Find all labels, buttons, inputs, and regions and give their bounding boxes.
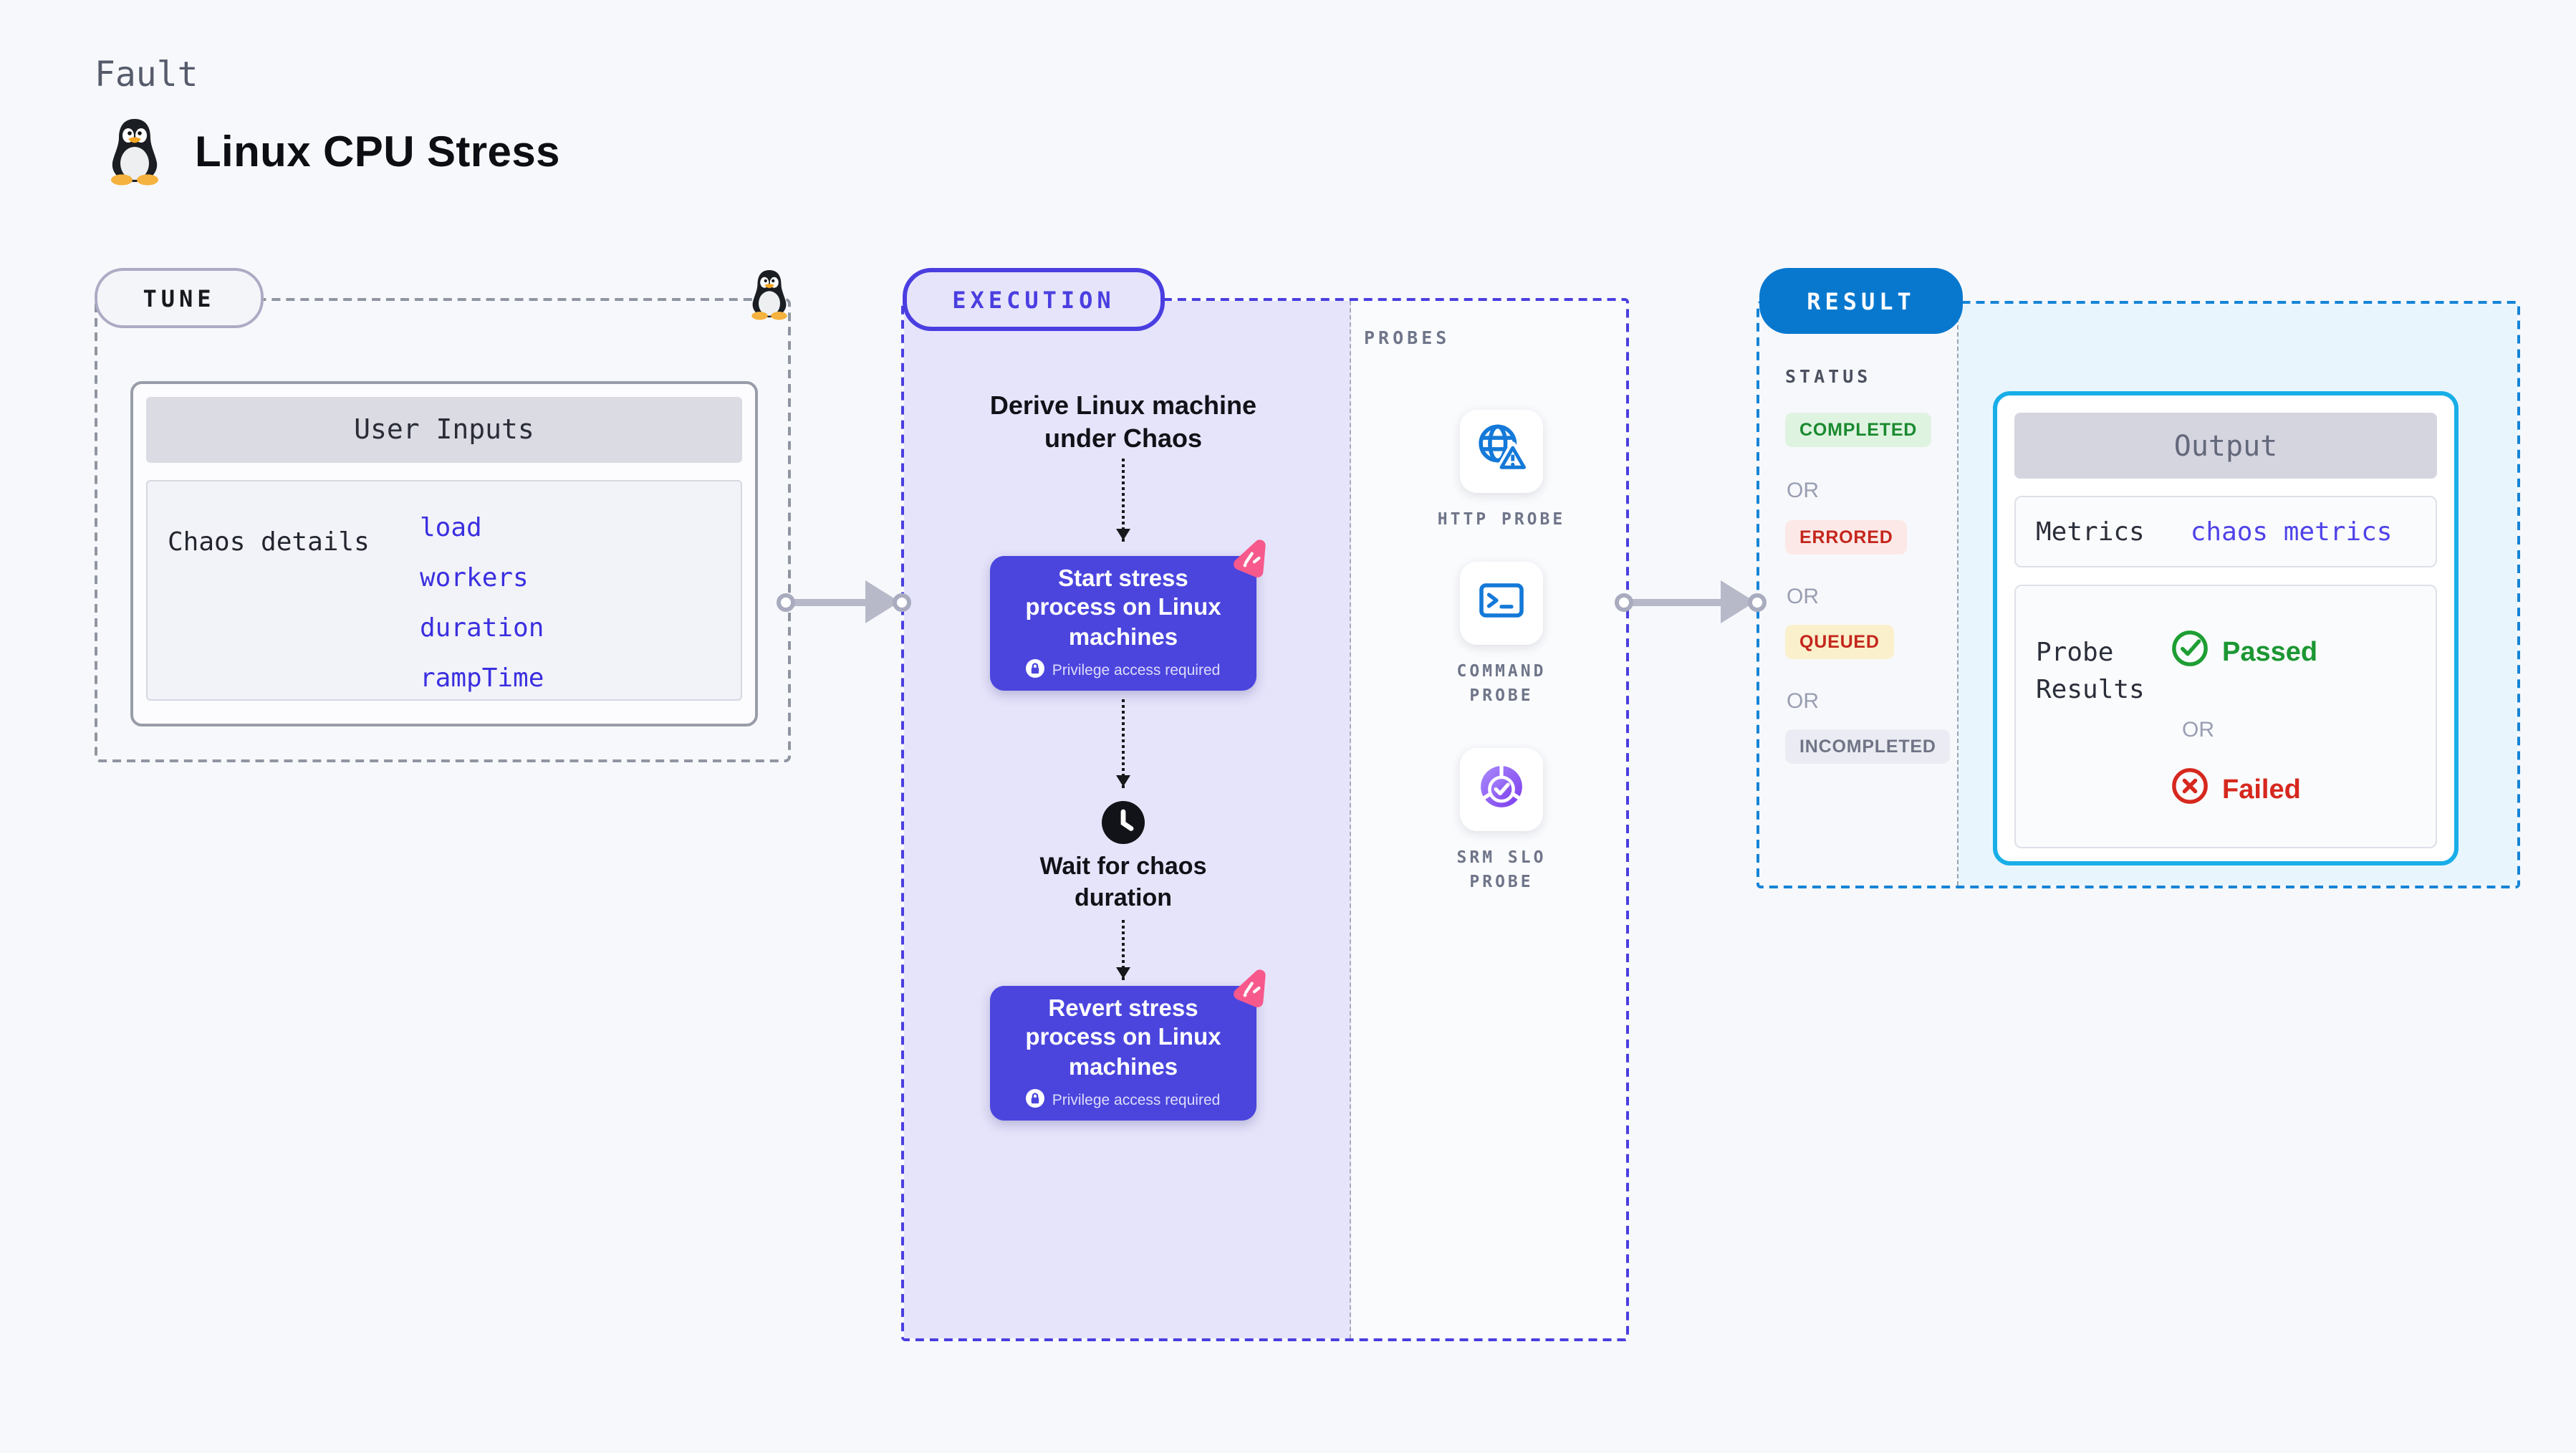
result-pill: RESULT — [1759, 268, 1963, 334]
user-inputs-card: User Inputs Chaos details load workers d… — [130, 381, 758, 726]
probes-title: PROBES — [1364, 327, 1451, 348]
param-link-workers[interactable]: workers — [420, 563, 529, 593]
fault-kicker: Fault — [95, 54, 198, 95]
connector-execution-to-result — [1614, 579, 1766, 625]
tune-pill: TUNE — [95, 268, 264, 328]
or-label: OR — [1787, 585, 1819, 609]
status-badge-errored: ERRORED — [1785, 520, 1908, 555]
page-title: Linux CPU Stress — [195, 129, 560, 176]
param-link-duration[interactable]: duration — [420, 613, 544, 643]
connector-dot — [1747, 593, 1766, 611]
start-stress-label: Start stress process on Linux machines — [1025, 566, 1221, 651]
wait-clock-icon — [1100, 800, 1146, 853]
privilege-note: Privilege access required — [1052, 661, 1221, 679]
tux-corner-icon — [748, 267, 791, 328]
passed-label: Passed — [2222, 637, 2318, 667]
revert-stress-step: Revert stress process on Linux machines … — [990, 986, 1256, 1121]
connector-dot — [892, 593, 910, 611]
passed-indicator: Passed — [2171, 629, 2317, 676]
connector-tune-to-execution — [777, 579, 910, 625]
globe-warning-icon — [1471, 418, 1532, 485]
execution-pill: EXECUTION — [903, 268, 1165, 331]
linux-tux-icon — [106, 115, 163, 193]
output-title: Output — [2014, 413, 2437, 479]
flow-arrow-down — [1116, 459, 1130, 542]
srm-slo-probe-card — [1460, 748, 1543, 831]
failed-indicator: Failed — [2171, 767, 2301, 814]
param-link-ramptime[interactable]: rampTime — [420, 663, 544, 694]
tune-section-box — [95, 298, 791, 762]
command-probe-card — [1460, 562, 1543, 645]
or-label: OR — [1787, 689, 1819, 714]
status-badge-completed: COMPLETED — [1785, 413, 1932, 447]
wait-duration-step: Wait for chaos duration — [1039, 853, 1207, 912]
http-probe-card — [1460, 410, 1543, 493]
failed-label: Failed — [2222, 775, 2301, 805]
slo-donut-check-icon — [1471, 756, 1532, 823]
or-label: OR — [1787, 479, 1819, 503]
status-title: STATUS — [1785, 365, 1872, 387]
terminal-icon — [1471, 570, 1532, 637]
probe-results-label: Probe Results — [2036, 638, 2145, 706]
user-inputs-title: User Inputs — [146, 397, 742, 463]
or-label: OR — [2182, 718, 2214, 742]
status-badge-incompleted: INCOMPLETED — [1785, 729, 1951, 764]
check-circle-icon — [2171, 629, 2209, 676]
command-probe-label: COMMAND PROBE — [1456, 661, 1547, 706]
lock-icon — [1026, 1088, 1045, 1111]
litmus-chaos-icon — [1224, 964, 1274, 1021]
x-circle-icon — [2171, 767, 2209, 814]
metrics-label: Metrics — [2036, 517, 2145, 547]
derive-machine-step: Derive Linux machine under Chaos — [989, 391, 1257, 454]
http-probe-label: HTTP PROBE — [1437, 509, 1566, 529]
flow-arrow-down — [1116, 699, 1130, 788]
metrics-row: Metrics chaos metrics — [2014, 496, 2437, 567]
litmus-chaos-icon — [1224, 534, 1274, 591]
chaos-details-label: Chaos details — [168, 527, 370, 557]
output-card: Output Metrics chaos metrics Probe Resul… — [1993, 391, 2459, 865]
probe-results-row: Probe Results Passed OR — [2014, 585, 2437, 848]
connector-dot — [1614, 593, 1633, 611]
start-stress-step: Start stress process on Linux machines P… — [990, 556, 1256, 691]
param-link-load[interactable]: load — [420, 513, 482, 543]
revert-stress-label: Revert stress process on Linux machines — [1025, 996, 1221, 1080]
lock-icon — [1026, 658, 1045, 681]
srm-slo-probe-label: SRM SLO PROBE — [1456, 847, 1547, 892]
status-badge-queued: QUEUED — [1785, 625, 1894, 659]
chaos-metrics-link[interactable]: chaos metrics — [2190, 517, 2393, 547]
privilege-note: Privilege access required — [1052, 1091, 1221, 1109]
flow-arrow-down — [1116, 920, 1130, 980]
connector-dot — [777, 593, 795, 611]
